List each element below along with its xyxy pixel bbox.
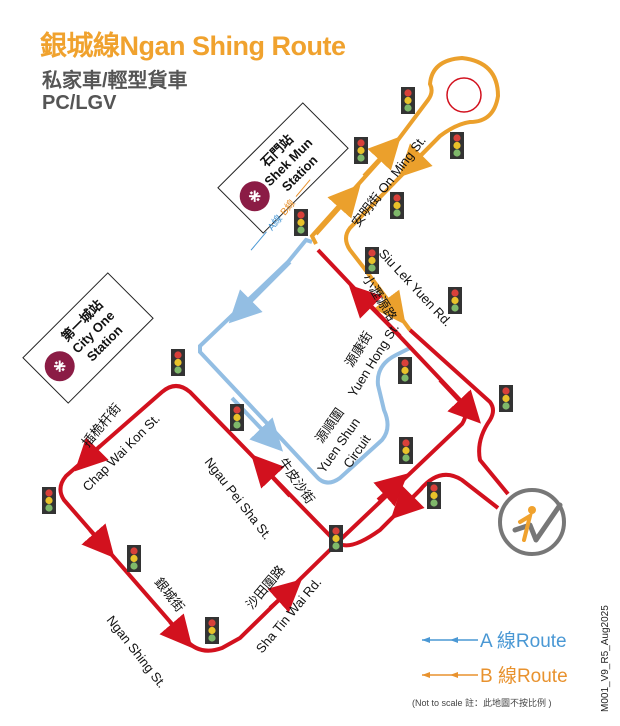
mtr-logo-icon [239,181,270,212]
route-b-line [309,55,501,332]
shek-mun-station-label: ⋇ 石門站 Shek Mun Station [217,102,349,234]
route-a-arrow-icon [422,636,478,643]
legend-route-a-label: A 線Route [480,631,567,652]
version-code: M001_V9_R5_Aug2025 [600,605,611,712]
vehicle-type-en: PC/LGV [42,92,117,114]
route-red-line [316,248,468,542]
street-label-ngau-pei-sha-zh: 牛皮沙街 [276,455,318,506]
scale-note: (Not to scale 註：此地圖不按比例 ) [412,698,552,708]
driving-test-centre-icon [498,488,566,556]
legend-route-b: B 線Route [420,661,568,688]
street-label-sha-tin-wai-zh: 沙田圍路 [243,562,288,611]
mtr-logo-icon [44,351,75,382]
roundabout [446,77,482,113]
route-a-line [198,237,411,485]
city-one-station-label: ⋇ 第一城站 City One Station [22,272,154,404]
legend-route-a: A 線Route [420,626,567,653]
street-label-ngan-shing-en: Ngan Shing St. [104,613,170,691]
route-b-arrow-icon [422,671,478,678]
map-title: 銀城線Ngan Shing Route [40,31,346,61]
legend-route-b-label: B 線Route [480,666,568,687]
vehicle-type-zh: 私家車/輕型貨車 [42,70,188,92]
